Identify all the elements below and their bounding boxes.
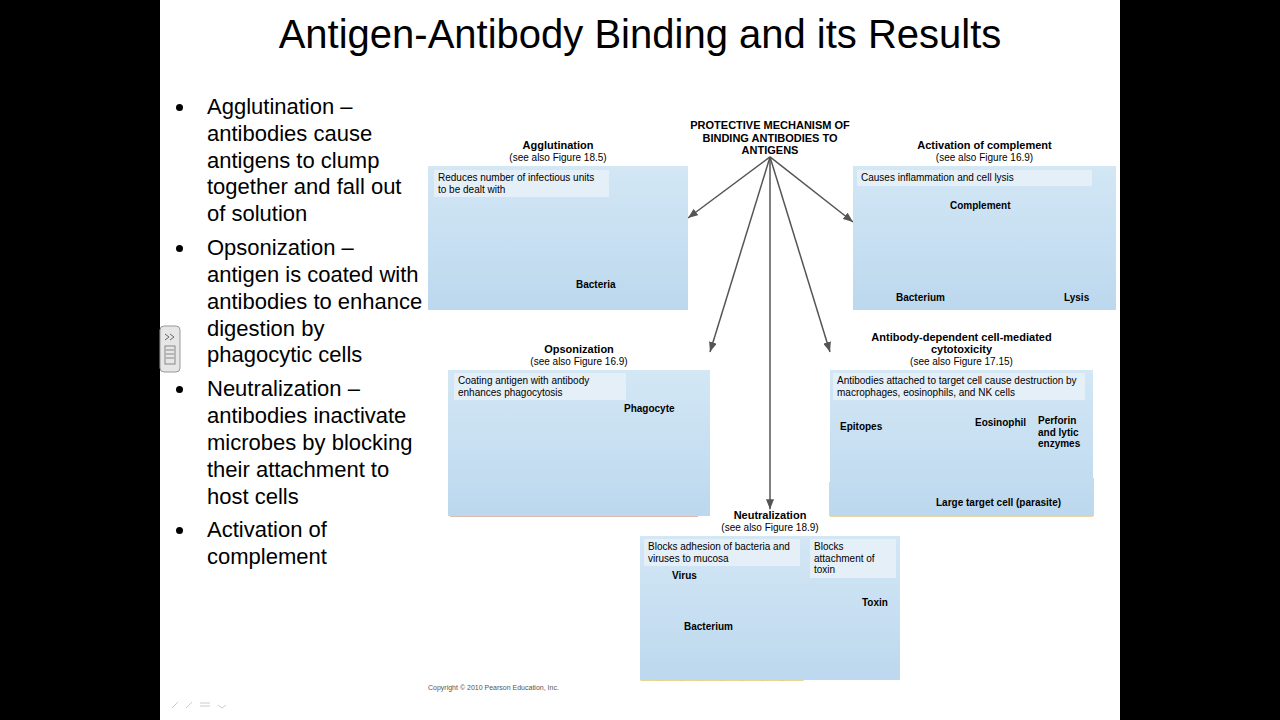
figure-reference: (see also Figure 16.9) — [865, 152, 1105, 164]
part-label: Bacterium — [896, 292, 945, 304]
panel-description: Causes inflammation and cell lysis — [857, 170, 1092, 186]
part-label: Epitopes — [840, 421, 882, 433]
panel-heading: PROTECTIVE MECHANISM OF BINDING ANTIBODI… — [685, 119, 855, 157]
panel-box: Causes inflammation and cell lysis — [853, 166, 1116, 310]
slide-title: Antigen-Antibody Binding and its Results — [170, 10, 1110, 58]
connector-arrow — [769, 157, 771, 509]
part-label: Eosinophil — [975, 417, 1026, 429]
connector-arrow — [770, 157, 830, 352]
toolbar-icon — [166, 350, 174, 358]
panel-title: Antibody-dependent cell-mediated cytotox… — [854, 331, 1069, 356]
panel-heading: Agglutination(see also Figure 18.5) — [438, 139, 678, 164]
bullet-dot — [176, 104, 183, 111]
bullet-dot — [176, 245, 183, 252]
mechanism-panel: Neutralization(see also Figure 18.9) Bloc… — [640, 509, 900, 680]
panel-description: Antibodies attached to target cell cause… — [833, 373, 1085, 400]
part-label: Bacterium — [684, 621, 733, 633]
panel-title: Agglutination — [438, 139, 678, 152]
figure-reference: (see also Figure 16.9) — [459, 356, 699, 368]
bullet-text: Opsonization – antigen is coated with an… — [207, 235, 424, 369]
panel-description: Reduces number of infectious units to be… — [434, 170, 609, 197]
bullet-dot — [176, 527, 183, 534]
hub-node: PROTECTIVE MECHANISM OF BINDING ANTIBODI… — [685, 119, 855, 157]
connector-arrow — [710, 157, 770, 352]
panel-description: Coating antigen with antibody enhances p… — [454, 373, 626, 400]
figure-reference: (see also Figure 18.5) — [438, 152, 678, 164]
copyright-note: Copyright © 2010 Pearson Education, Inc. — [428, 684, 559, 692]
toolbar-icon — [160, 326, 180, 372]
mechanism-panel: Agglutination(see also Figure 18.5) Reduc… — [428, 139, 688, 310]
figure-reference: (see also Figure 18.9) — [650, 522, 890, 534]
part-label: Toxin — [862, 597, 888, 609]
panel-title: Neutralization — [650, 509, 890, 522]
bullet-item: Agglutination – antibodies cause antigen… — [172, 94, 424, 228]
toolbar-icon — [165, 334, 174, 340]
figure-reference: (see also Figure 17.15) — [854, 356, 1069, 368]
panel-heading: Neutralization(see also Figure 18.9) — [650, 509, 890, 534]
toolbar-icon — [165, 346, 175, 364]
bullet-list: Agglutination – antibodies cause antigen… — [172, 94, 424, 578]
bullet-text: Activation of complement — [207, 517, 424, 571]
bullet-item: Activation of complement — [172, 517, 424, 571]
mechanism-panel: Activation of complement(see also Figure… — [853, 139, 1116, 310]
part-label: Perforin and lytic enzymes — [1038, 415, 1092, 450]
panel-heading: Activation of complement(see also Figure… — [865, 139, 1105, 164]
bullet-text: Agglutination – antibodies cause antigen… — [207, 94, 424, 228]
panel-title: Opsonization — [459, 343, 699, 356]
part-label: Phagocyte — [624, 403, 675, 415]
mechanism-panel: Opsonization(see also Figure 16.9) Coatin… — [448, 343, 710, 516]
toolbar-icon — [160, 326, 180, 372]
part-label: Virus — [672, 570, 697, 582]
connector-arrow — [770, 157, 853, 222]
part-label: Complement — [950, 200, 1011, 212]
bullet-item: Neutralization – antibodies inactivate m… — [172, 376, 424, 510]
part-label: Lysis — [1064, 292, 1089, 304]
connector-arrow — [688, 157, 770, 218]
panel-description: Blocks adhesion of bacteria and viruses … — [644, 539, 800, 566]
part-label: Bacteria — [576, 279, 615, 291]
bullet-item: Opsonization – antigen is coated with an… — [172, 235, 424, 369]
panel-heading: Antibody-dependent cell-mediated cytotox… — [854, 331, 1069, 368]
panel-heading: Opsonization(see also Figure 16.9) — [459, 343, 699, 368]
footer-icons — [172, 702, 226, 708]
panel-box: Blocks adhesion of bacteria and viruses … — [640, 536, 900, 680]
part-label: Large target cell (parasite) — [936, 497, 1061, 509]
bullet-dot — [176, 386, 183, 393]
panel-description: Blocks attachment of toxin — [810, 539, 896, 578]
panel-box: Coating antigen with antibody enhances p… — [448, 370, 710, 516]
panel-box: Reduces number of infectious units to be… — [428, 166, 688, 310]
panel-title: Activation of complement — [865, 139, 1105, 152]
hub-text: PROTECTIVE MECHANISM OF BINDING ANTIBODI… — [685, 119, 855, 157]
footer-icons — [172, 702, 226, 708]
bullet-text: Neutralization – antibodies inactivate m… — [207, 376, 424, 510]
